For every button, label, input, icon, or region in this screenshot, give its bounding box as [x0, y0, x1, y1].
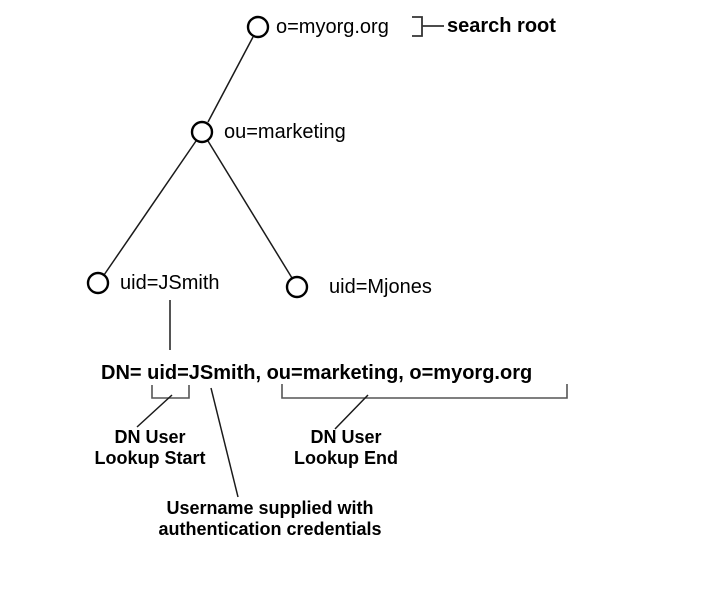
- lookup-start-annotation: DN User Lookup Start: [95, 427, 206, 469]
- edge-root-to-ou: [207, 36, 254, 123]
- search-root-label: search root: [447, 15, 556, 37]
- lookup-start-line1: DN User: [114, 427, 186, 447]
- edge-ou-to-mjones: [207, 140, 293, 279]
- dn-string: DN= uid=JSmith, ou=marketing, o=myorg.or…: [101, 362, 533, 384]
- jsmith-node-label: uid=JSmith: [120, 272, 220, 294]
- username-note-pointer-line: [210, 387, 239, 498]
- username-note-line1: Username supplied with: [166, 498, 374, 518]
- lookup-start-line2: Lookup Start: [94, 448, 206, 468]
- search-root-bracket: [412, 16, 423, 37]
- ou-node-label: ou=marketing: [224, 121, 346, 143]
- dn-lookup-start-bracket: [151, 385, 190, 399]
- node-circle-jsmith: [86, 271, 110, 295]
- root-node-label: o=myorg.org: [276, 16, 389, 38]
- lookup-start-pointer-line: [136, 394, 173, 428]
- username-note-annotation: Username supplied with authentication cr…: [158, 498, 381, 540]
- username-note-line2: authentication credentials: [158, 519, 382, 539]
- node-circle-ou: [190, 120, 214, 144]
- mjones-node-label: uid=Mjones: [329, 276, 432, 298]
- lookup-end-pointer-line: [334, 394, 369, 430]
- lookup-end-line2: Lookup End: [294, 448, 398, 468]
- lookup-end-line1: DN User: [310, 427, 382, 447]
- node-circle-root: [246, 15, 270, 39]
- edge-ou-to-jsmith: [103, 140, 197, 276]
- dn-lookup-end-bracket: [281, 384, 568, 399]
- node-circle-mjones: [285, 275, 309, 299]
- lookup-end-annotation: DN User Lookup End: [294, 427, 398, 469]
